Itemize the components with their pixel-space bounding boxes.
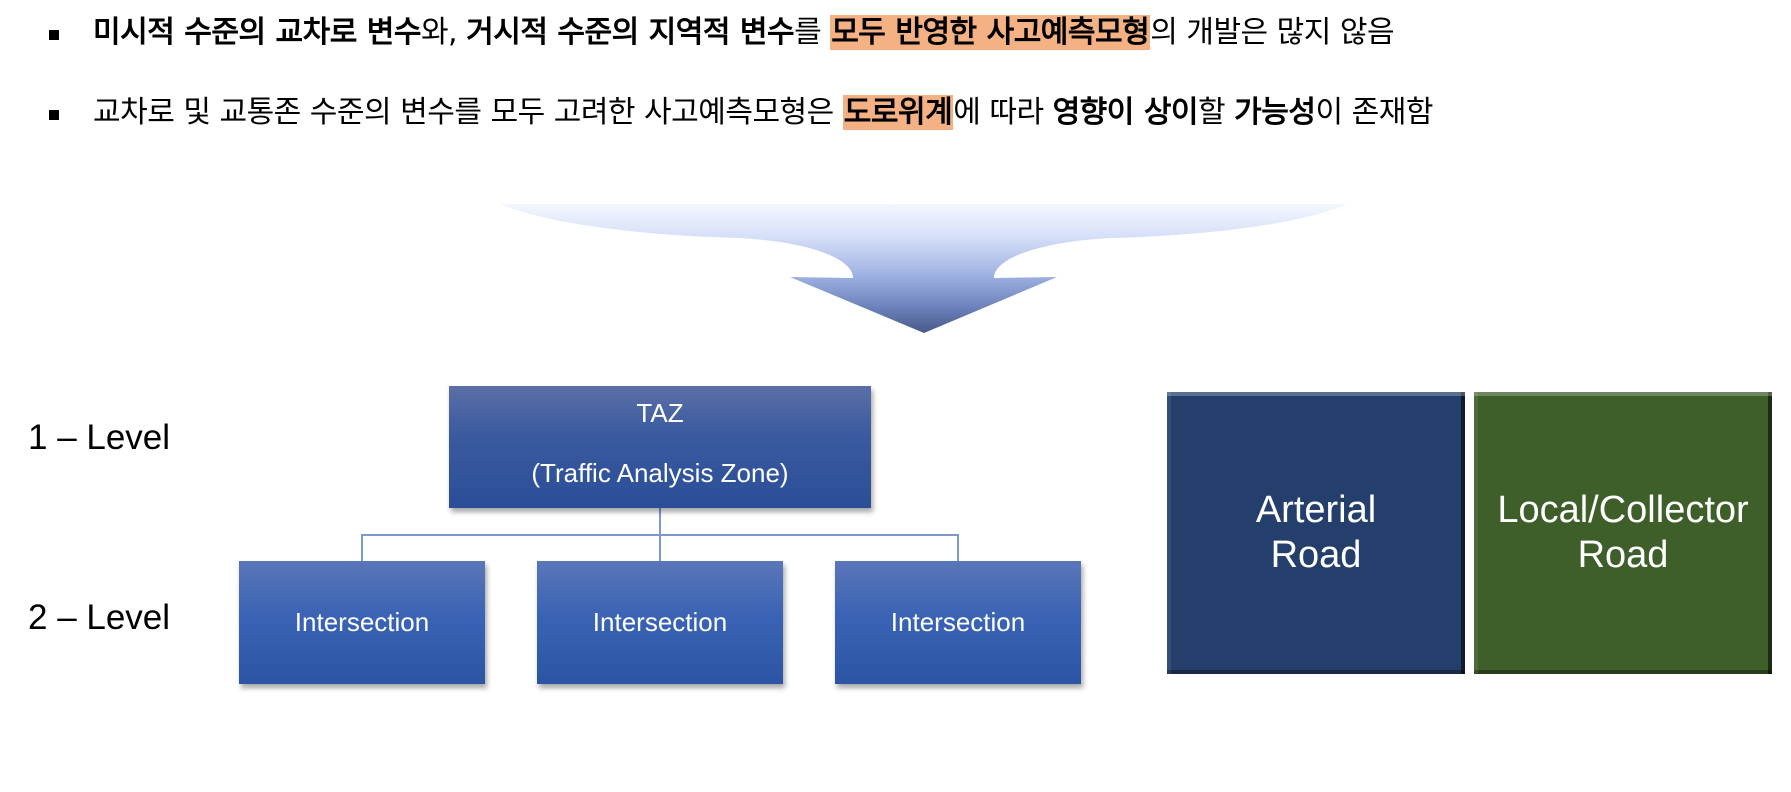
text-plain: 를 xyxy=(794,15,831,50)
road-label-line1: Local/Collector xyxy=(1497,489,1749,531)
intersection-node: Intersection xyxy=(537,561,783,684)
taz-subtitle: (Traffic Analysis Zone) xyxy=(531,458,789,488)
text-bold: 거시적 수준의 지역적 변수 xyxy=(466,15,795,50)
connector-left-down xyxy=(361,534,363,561)
taz-title: TAZ xyxy=(636,398,684,428)
text-plain: 이 존재함 xyxy=(1315,95,1433,130)
road-label-line2: Road xyxy=(1577,534,1669,576)
text-plain: 교차로 및 교통존 수준의 변수를 모두 고려한 사고예측모형은 xyxy=(93,95,843,130)
taz-node: TAZ (Traffic Analysis Zone) xyxy=(449,386,871,508)
bullet-text-2: 교차로 및 교통존 수준의 변수를 모두 고려한 사고예측모형은 도로위계에 따… xyxy=(93,86,1433,140)
text-plain: 에 따라 xyxy=(953,95,1053,130)
text-bold: 가능성 xyxy=(1234,95,1316,130)
level-label-1: 1 – Level xyxy=(28,418,171,457)
bullet-square-icon xyxy=(49,110,59,120)
local-collector-road-box: Local/Collector Road xyxy=(1474,392,1772,674)
highlighted-text: 도로위계 xyxy=(842,95,954,130)
connector-right-down xyxy=(957,534,959,561)
intersection-label: Intersection xyxy=(592,607,728,637)
intersection-label: Intersection xyxy=(890,607,1026,637)
highlighted-text: 모두 반영한 사고예측모형 xyxy=(830,15,1151,50)
bullet-text-1: 미시적 수준의 교차로 변수와, 거시적 수준의 지역적 변수를 모두 반영한 … xyxy=(93,6,1395,60)
connector-horizontal xyxy=(361,534,959,536)
text-plain: 와, xyxy=(420,15,467,50)
intersection-label: Intersection xyxy=(294,607,430,637)
text-bold: 미시적 수준의 교차로 변수 xyxy=(93,15,421,50)
bullet-square-icon xyxy=(49,30,59,40)
arterial-road-box: Arterial Road xyxy=(1167,392,1465,674)
intersection-node: Intersection xyxy=(835,561,1081,684)
level-label-2: 2 – Level xyxy=(28,598,171,637)
text-bold: 영향이 상이 xyxy=(1052,95,1199,130)
road-label-line1: Arterial xyxy=(1255,489,1377,531)
text-plain: 의 개발은 많지 않음 xyxy=(1150,15,1395,50)
arrow-shape xyxy=(500,204,1347,333)
text-plain: 할 xyxy=(1198,95,1235,130)
road-label-line2: Road xyxy=(1270,534,1362,576)
intersection-node: Intersection xyxy=(239,561,485,684)
